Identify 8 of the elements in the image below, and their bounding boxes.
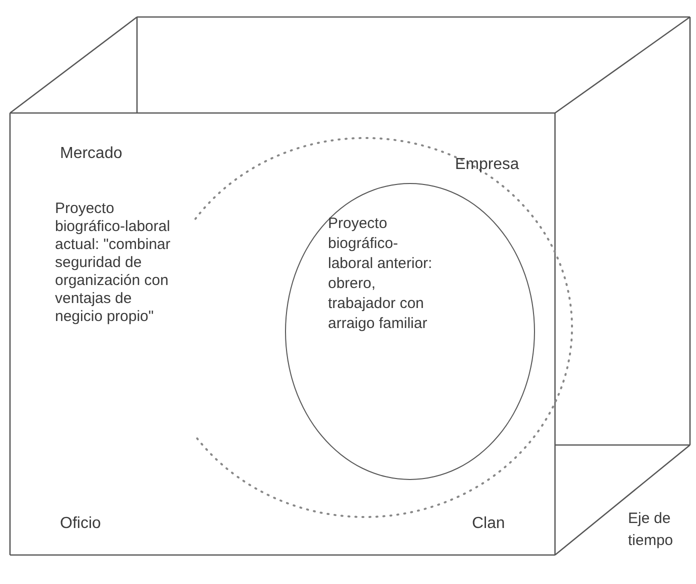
corner-label: Clan	[472, 515, 505, 533]
axis-label: Eje de tiempo	[628, 509, 674, 551]
corner-label: Mercado	[60, 145, 122, 163]
corner-label: Oficio	[60, 515, 101, 533]
circle	[285, 183, 535, 480]
corner-label: Empresa	[455, 156, 520, 174]
circle-text: Proyecto biográfico-laboral anterior: obrero, trabajador con arraigo familiar	[328, 214, 434, 334]
description-text: Proyecto biográfico-laboral actual: "combinar seguridad de organización con ventajas de negicio propio"	[55, 200, 172, 326]
